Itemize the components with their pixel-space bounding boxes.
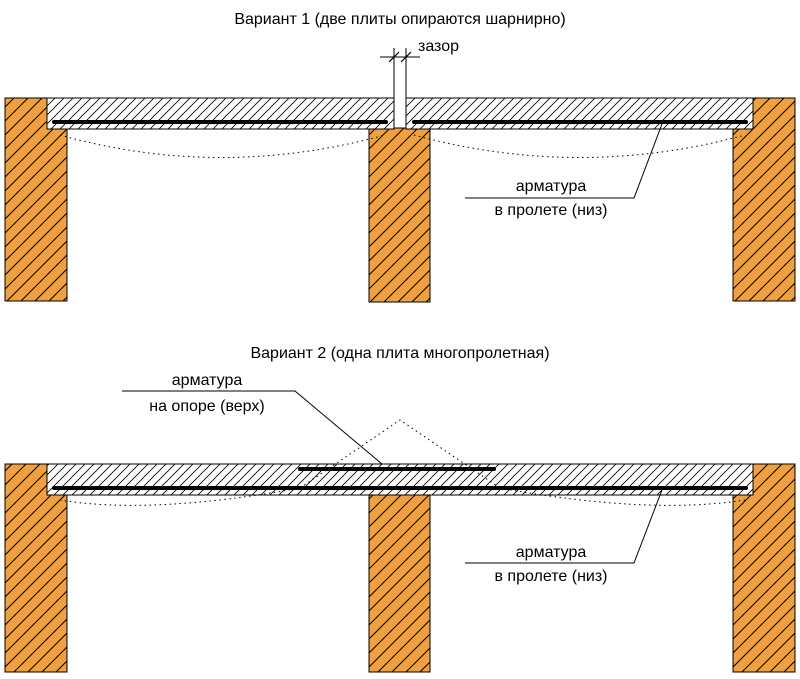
variant2-bottom-rebar-leader <box>465 489 663 564</box>
variant1-gap-label: зазор <box>418 38 459 55</box>
variant1-gap-dimension <box>380 48 420 98</box>
variant1-deflection-right <box>413 134 746 158</box>
variant1-title: Вариант 1 (две плиты опираются шарнирно) <box>234 11 565 28</box>
variant2-bottom-rebar-label-line1: арматура <box>516 544 587 561</box>
variant1-rebar-label-line1: арматура <box>516 178 587 195</box>
variant2-column-middle <box>368 494 431 673</box>
variant1-deflection-left <box>59 134 386 158</box>
variant2-support-moment-curve <box>299 419 501 489</box>
variant1-rebar-label-line2: в пролете (низ) <box>494 202 607 219</box>
variant1-slab-left <box>46 97 395 130</box>
variant2-column-right <box>732 463 796 673</box>
variant1-slab-right <box>405 97 754 130</box>
variant2-column-left <box>4 463 68 673</box>
variant2-deflection-left <box>59 487 301 506</box>
variant1-column-left <box>4 97 68 302</box>
variant1-rebar-leader <box>465 123 663 199</box>
variant2-top-rebar-label-line1: арматура <box>172 372 243 389</box>
variant1-group: Вариант 1 (две плиты опираются шарнирно)… <box>4 11 796 303</box>
variant2-bottom-rebar-label-line2: в пролете (низ) <box>494 568 607 585</box>
variant2-title: Вариант 2 (одна плита многопролетная) <box>250 345 549 362</box>
variant2-top-rebar-leader <box>122 390 383 465</box>
variant2-top-rebar-label-line2: на опоре (верх) <box>149 398 264 415</box>
variant2-group: Вариант 2 (одна плита многопролетная) ар… <box>4 345 796 673</box>
variant1-column-middle <box>368 127 431 303</box>
variant1-column-right <box>732 97 796 302</box>
